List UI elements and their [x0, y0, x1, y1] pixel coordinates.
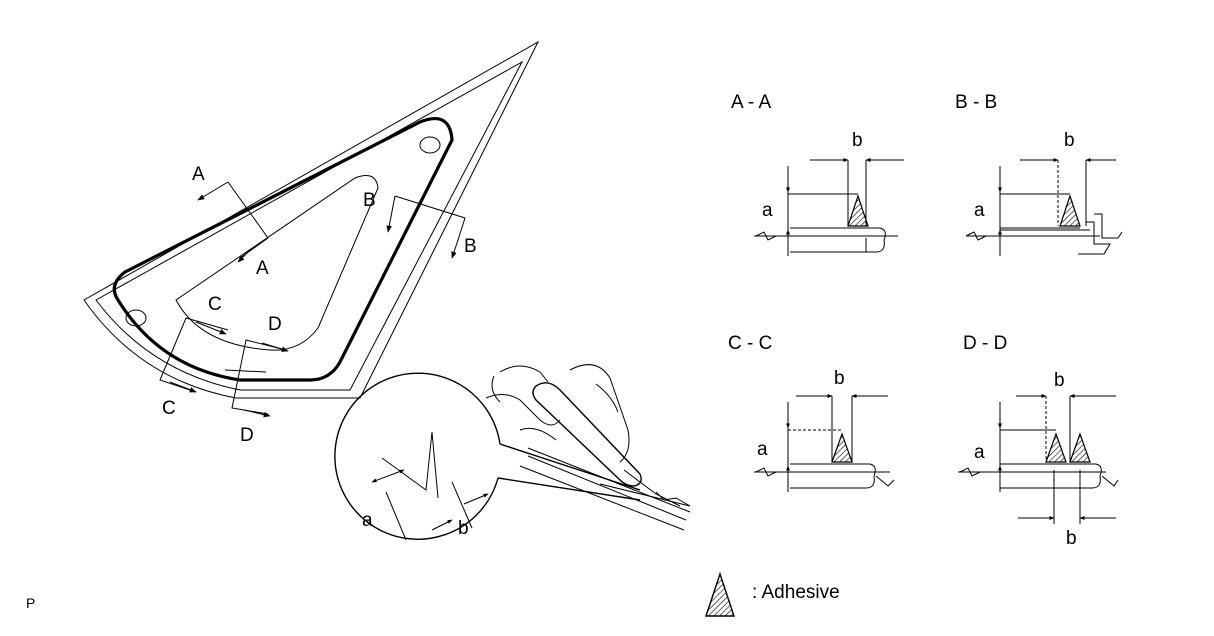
detail-dimension-b: b	[458, 518, 469, 539]
dimension-b: b	[1064, 130, 1075, 151]
dimension-a: a	[757, 439, 768, 460]
section-b-b: B - B a b	[955, 92, 1123, 256]
section-d-d: D - D a b b	[958, 333, 1119, 549]
adhesive-bead-icon	[705, 571, 735, 617]
sealant-gun-and-hand	[485, 364, 691, 531]
quarter-window-glass	[83, 40, 540, 399]
section-label-a-top: A	[192, 164, 205, 185]
section-a-a: A - A a b	[731, 92, 904, 256]
dimension-a: a	[974, 442, 985, 463]
dimension-a: a	[762, 200, 773, 221]
dimension-b: b	[1054, 370, 1065, 391]
detail-magnifier: a b	[334, 372, 641, 541]
section-cut-c: C C	[159, 294, 229, 419]
section-cut-a: A A	[192, 164, 269, 279]
mounting-hole	[419, 136, 441, 154]
section-label-b-bottom: B	[464, 236, 477, 257]
section-label-c-bottom: C	[162, 398, 176, 419]
section-c-c: C - C a b	[728, 333, 895, 492]
dimension-a: a	[974, 200, 985, 221]
legend-label: : Adhesive	[752, 582, 840, 603]
detail-dimension-a: a	[362, 510, 373, 531]
section-label-d-top: D	[268, 314, 282, 335]
section-label-a-bottom: A	[256, 258, 269, 279]
section-label-d-bottom: D	[240, 425, 254, 446]
dimension-b: b	[852, 130, 863, 151]
adhesive-legend: : Adhesive	[705, 571, 840, 617]
section-label-c-top: C	[208, 294, 222, 315]
section-label-b-top: B	[363, 190, 376, 211]
section-title: C - C	[728, 333, 772, 354]
section-cut-d: D D	[231, 314, 289, 446]
section-title: B - B	[955, 92, 997, 113]
section-cut-b: B B	[363, 190, 477, 259]
dimension-b: b	[834, 368, 845, 389]
section-title: D - D	[963, 333, 1007, 354]
mounting-hole	[125, 309, 147, 327]
page-marker: P	[26, 595, 35, 611]
section-title: A - A	[731, 92, 771, 113]
dimension-b-lower: b	[1066, 528, 1077, 549]
